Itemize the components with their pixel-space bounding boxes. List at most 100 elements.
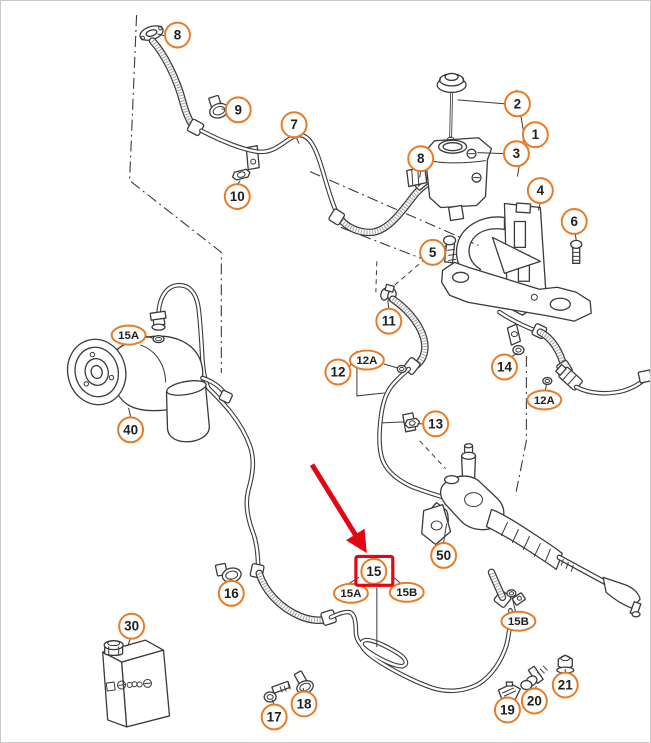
red-arrow (309, 463, 367, 554)
callout-bubble[interactable] (419, 238, 447, 266)
callout-bubble[interactable] (332, 582, 369, 604)
container-cap (103, 640, 124, 657)
callout-bubble[interactable] (375, 307, 403, 335)
callout-bubble[interactable] (430, 541, 458, 569)
callout-40[interactable]: 40 (117, 416, 145, 444)
callout-bubble[interactable] (290, 690, 318, 718)
callout-bubble[interactable] (500, 610, 537, 632)
callout-12A[interactable]: 12A (526, 389, 563, 411)
callout-bubble[interactable] (388, 581, 425, 603)
callout-1[interactable]: 1 (521, 121, 549, 149)
rack-input-shaft (460, 443, 477, 481)
callout-bubble[interactable] (560, 208, 588, 235)
callout-bubble[interactable] (551, 671, 579, 699)
callout-bubble[interactable] (521, 121, 549, 149)
leader-line-15A (145, 335, 153, 339)
callout-16[interactable]: 16 (217, 579, 245, 607)
callout-bubble[interactable] (526, 177, 554, 205)
callout-label: 15B (396, 587, 417, 599)
callout-15B[interactable]: 15B (388, 581, 425, 603)
tie-rod-end (602, 576, 642, 618)
callout-bubble[interactable] (324, 358, 352, 386)
callout-15A[interactable]: 15A (110, 324, 147, 346)
callout-21[interactable]: 21 (551, 671, 579, 699)
callout-bubble[interactable] (224, 96, 252, 124)
callout-label: 17 (267, 709, 282, 724)
clamp-9 (208, 94, 229, 119)
callout-label: 11 (382, 314, 397, 329)
washer-14 (506, 323, 525, 356)
callout-50[interactable]: 50 (430, 541, 458, 569)
callout-bubble[interactable] (163, 21, 191, 49)
callout-12A[interactable]: 12A (348, 349, 385, 371)
o-ring-15a (152, 334, 165, 344)
reservoir-cap (436, 72, 467, 94)
callout-label: 15A (118, 330, 139, 342)
o-ring-12a-right (542, 376, 553, 386)
rack-boot (485, 508, 563, 571)
callout-label: 4 (537, 183, 545, 198)
callout-bubble[interactable] (493, 696, 521, 724)
callout-11[interactable]: 11 (375, 307, 403, 335)
callout-10[interactable]: 10 (223, 183, 251, 210)
callout-14[interactable]: 14 (490, 353, 518, 381)
callout-label: 21 (558, 678, 573, 693)
callout-label: 19 (500, 702, 515, 717)
callout-label: 40 (123, 422, 138, 437)
callout-label: 13 (428, 416, 443, 431)
callout-bubble[interactable] (118, 612, 146, 640)
callout-30[interactable]: 30 (118, 612, 146, 640)
callout-8[interactable]: 8 (407, 145, 435, 173)
callout-2[interactable]: 2 (503, 90, 531, 118)
callout-9[interactable]: 9 (224, 96, 252, 124)
leader-line-11 (387, 300, 390, 310)
o-ring-15b (506, 589, 517, 598)
callout-13[interactable]: 13 (422, 410, 450, 438)
callout-label: 7 (290, 117, 297, 132)
callout-bubble[interactable] (217, 579, 245, 607)
callout-18[interactable]: 18 (290, 690, 318, 718)
callout-15[interactable]: 15 (360, 557, 388, 585)
callout-bubble[interactable] (520, 687, 548, 715)
callout-5[interactable]: 5 (419, 238, 447, 266)
callout-label: 3 (513, 146, 520, 161)
callout-15B[interactable]: 15B (500, 610, 537, 632)
callout-bubble[interactable] (490, 353, 518, 381)
reservoir-assembly (406, 72, 493, 222)
callout-label: 5 (429, 245, 437, 260)
leader-line-12A (544, 384, 547, 391)
hose-flange (139, 25, 164, 41)
callout-label: 12 (330, 364, 345, 379)
highlight-layer (309, 463, 395, 587)
callout-4[interactable]: 4 (526, 177, 554, 205)
callout-20[interactable]: 20 (520, 687, 548, 715)
callout-bubble[interactable] (348, 349, 385, 371)
callout-bubble[interactable] (422, 410, 450, 438)
callout-bubble[interactable] (117, 416, 145, 444)
clamp-16 (214, 562, 242, 583)
callout-17[interactable]: 17 (260, 703, 288, 731)
callout-8[interactable]: 8 (163, 21, 191, 49)
callout-15A[interactable]: 15A (332, 582, 369, 604)
nut-10 (231, 168, 251, 181)
callout-label: 50 (436, 548, 451, 563)
callout-bubble[interactable] (110, 324, 147, 346)
callout-7[interactable]: 7 (280, 111, 308, 139)
callout-bubble[interactable] (260, 703, 288, 731)
callout-bubble[interactable] (223, 183, 251, 210)
callout-bubble[interactable] (503, 90, 531, 118)
callout-label: 12A (356, 355, 377, 367)
callout-6[interactable]: 6 (560, 208, 588, 235)
callout-19[interactable]: 19 (493, 696, 521, 724)
callout-bubble[interactable] (407, 145, 435, 173)
callout-bubble[interactable] (526, 389, 563, 411)
callout-bubble[interactable] (502, 140, 530, 168)
leader-line-50 (443, 523, 448, 543)
callout-3[interactable]: 3 (502, 140, 530, 168)
callout-bubble[interactable] (280, 111, 308, 139)
bolt-6 (570, 239, 583, 264)
steering-rack-assembly (421, 443, 642, 618)
callout-12[interactable]: 12 (324, 358, 352, 386)
leader-line-12A (383, 363, 398, 369)
